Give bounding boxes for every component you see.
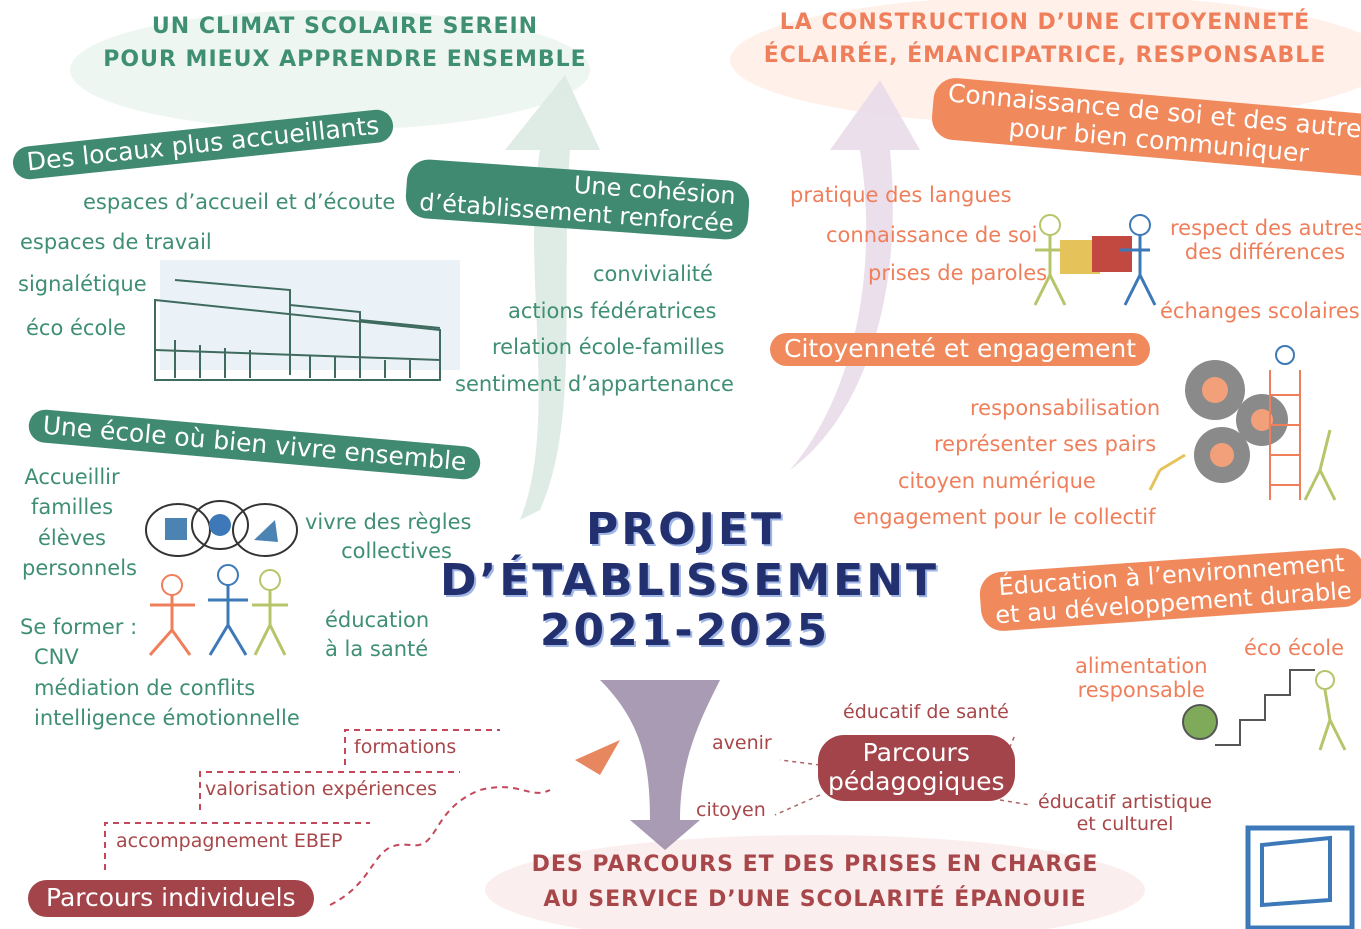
vivre-sante-line2: à la santé	[325, 637, 429, 662]
down-arrow	[600, 680, 720, 850]
individuels-item-ebep: accompagnement EBEP	[116, 830, 343, 852]
vivre-former: Se former : CNV médiation de conflits in…	[20, 612, 300, 734]
individual-path-lines	[104, 729, 551, 906]
locaux-item-signaletique: signalétique	[18, 272, 147, 296]
vivre-regles-line1: vivre des règles	[305, 510, 472, 534]
stairs-globe-sketch	[1182, 669, 1347, 751]
school-building-sketch	[154, 260, 460, 381]
connaissance-respect: respect des autres, des différences	[1170, 216, 1361, 265]
connaissance-item-soi: connaissance de soi	[826, 223, 1038, 247]
center-title-line2: D’ÉTABLISSEMENT	[440, 554, 940, 606]
vivre-regles-line2: collectives	[341, 539, 452, 564]
cohesion-item-actions: actions fédératrices	[508, 299, 717, 323]
pedagogiques-item-citoyen: citoyen	[696, 799, 766, 821]
vivre-former-cnv: CNV	[34, 645, 79, 670]
pedagogiques-artistique-line1: éducatif artistique	[1038, 791, 1212, 813]
locaux-item-eco-ecole: éco école	[26, 316, 127, 340]
people-sketch-vivre	[145, 500, 298, 656]
goal-citoyennete-line1: LA CONSTRUCTION D’UNE CITOYENNETÉ	[779, 10, 1311, 35]
center-title-line1: PROJET	[586, 504, 784, 555]
goal-climat-line2: POUR MIEUX APPRENDRE ENSEMBLE	[103, 47, 587, 73]
goal-climat-line1: UN CLIMAT SCOLAIRE SEREIN	[151, 14, 539, 39]
center-title-line3: 2021-2025	[539, 605, 831, 657]
individuels-item-valorisation: valorisation expériences	[205, 778, 438, 800]
vivre-accueillir-eleves: élèves	[38, 525, 106, 550]
individuels-item-formations: formations	[354, 736, 457, 758]
cohesion-item-convivialite: convivialité	[593, 262, 713, 286]
logo-icon	[1245, 825, 1355, 929]
citoyennete-item-responsabilisation: responsabilisation	[970, 396, 1161, 420]
goal-citoyennete-line2: ÉCLAIRÉE, ÉMANCIPATRICE, RESPONSABLE	[763, 43, 1327, 69]
citoyennete-item-pairs: représenter ses pairs	[934, 432, 1157, 456]
goal-parcours-line1: DES PARCOURS ET DES PRISES EN CHARGE	[531, 852, 1099, 877]
cohesion-item-relation: relation école-familles	[492, 335, 725, 359]
vivre-accueillir-familles: familles	[30, 495, 114, 520]
pedagogiques-artistique: éducatif artistique et culturel	[1038, 791, 1212, 836]
goal-citoyennete: LA CONSTRUCTION D’UNE CITOYENNETÉ ÉCLAIR…	[735, 10, 1355, 69]
connaissance-item-langues: pratique des langues	[790, 183, 1012, 207]
pedagogiques-artistique-line2: et culturel	[1076, 812, 1174, 835]
goal-parcours: DES PARCOURS ET DES PRISES EN CHARGE AU …	[505, 852, 1125, 913]
environnement-alimentation-line1: alimentation	[1075, 654, 1208, 678]
pedagogiques-title-line1: Parcours	[862, 738, 970, 767]
vivre-sante-line1: éducation	[325, 608, 430, 632]
pedagogiques-item-avenir: avenir	[712, 732, 772, 754]
goal-parcours-line2: AU SERVICE D’UNE SCOLARITÉ ÉPANOUIE	[543, 887, 1087, 913]
vivre-accueillir: Accueillir familles élèves personnels	[22, 462, 137, 584]
paper-plane-icon	[575, 740, 620, 775]
citoyennete-item-numerique: citoyen numérique	[898, 469, 1096, 493]
locaux-item-travail: espaces de travail	[20, 230, 212, 254]
pedagogiques-title-line2: pédagogiques	[828, 766, 1005, 796]
environnement-alimentation: alimentation responsable	[1075, 654, 1208, 702]
individuels-title: Parcours individuels	[28, 880, 314, 917]
citoyennete-item-collectif: engagement pour le collectif	[853, 505, 1156, 529]
environnement-eco-ecole: éco école	[1244, 636, 1345, 660]
connaissance-item-paroles: prises de paroles	[868, 261, 1048, 285]
vivre-former-heading: Se former :	[20, 615, 138, 639]
pedagogiques-title: Parcours pédagogiques	[818, 735, 1015, 801]
connaissance-respect-line1: respect des autres,	[1170, 216, 1361, 240]
vivre-accueillir-heading: Accueillir	[24, 465, 120, 489]
gears-sketch	[1148, 345, 1337, 501]
pedagogiques-item-sante: éducatif de santé	[843, 701, 1009, 723]
environnement-alimentation-line2: responsable	[1077, 678, 1205, 703]
locaux-item-accueil: espaces d’accueil et d’écoute	[83, 190, 396, 214]
orange-arrow	[790, 80, 920, 470]
center-title: PROJET D’ÉTABLISSEMENT 2021-2025	[440, 504, 940, 657]
cohesion-item-appartenance: sentiment d’appartenance	[455, 372, 734, 396]
red-glow	[485, 835, 1145, 929]
connaissance-echanges: échanges scolaires	[1160, 299, 1360, 323]
vivre-regles: vivre des règles collectives	[305, 508, 472, 567]
vivre-former-intelligence: intelligence émotionnelle	[34, 706, 300, 731]
green-glow	[70, 10, 590, 130]
vivre-accueillir-personnels: personnels	[22, 556, 137, 581]
green-arrow	[505, 75, 600, 520]
goal-climat: UN CLIMAT SCOLAIRE SEREIN POUR MIEUX APP…	[90, 14, 600, 73]
puzzle-people-sketch	[1033, 214, 1157, 306]
citoyennete-title: Citoyenneté et engagement	[770, 333, 1151, 366]
vivre-sante: éducation à la santé	[325, 606, 429, 665]
vivre-former-mediation: médiation de conflits	[34, 675, 256, 700]
connaissance-respect-line2: des différences	[1184, 240, 1346, 265]
